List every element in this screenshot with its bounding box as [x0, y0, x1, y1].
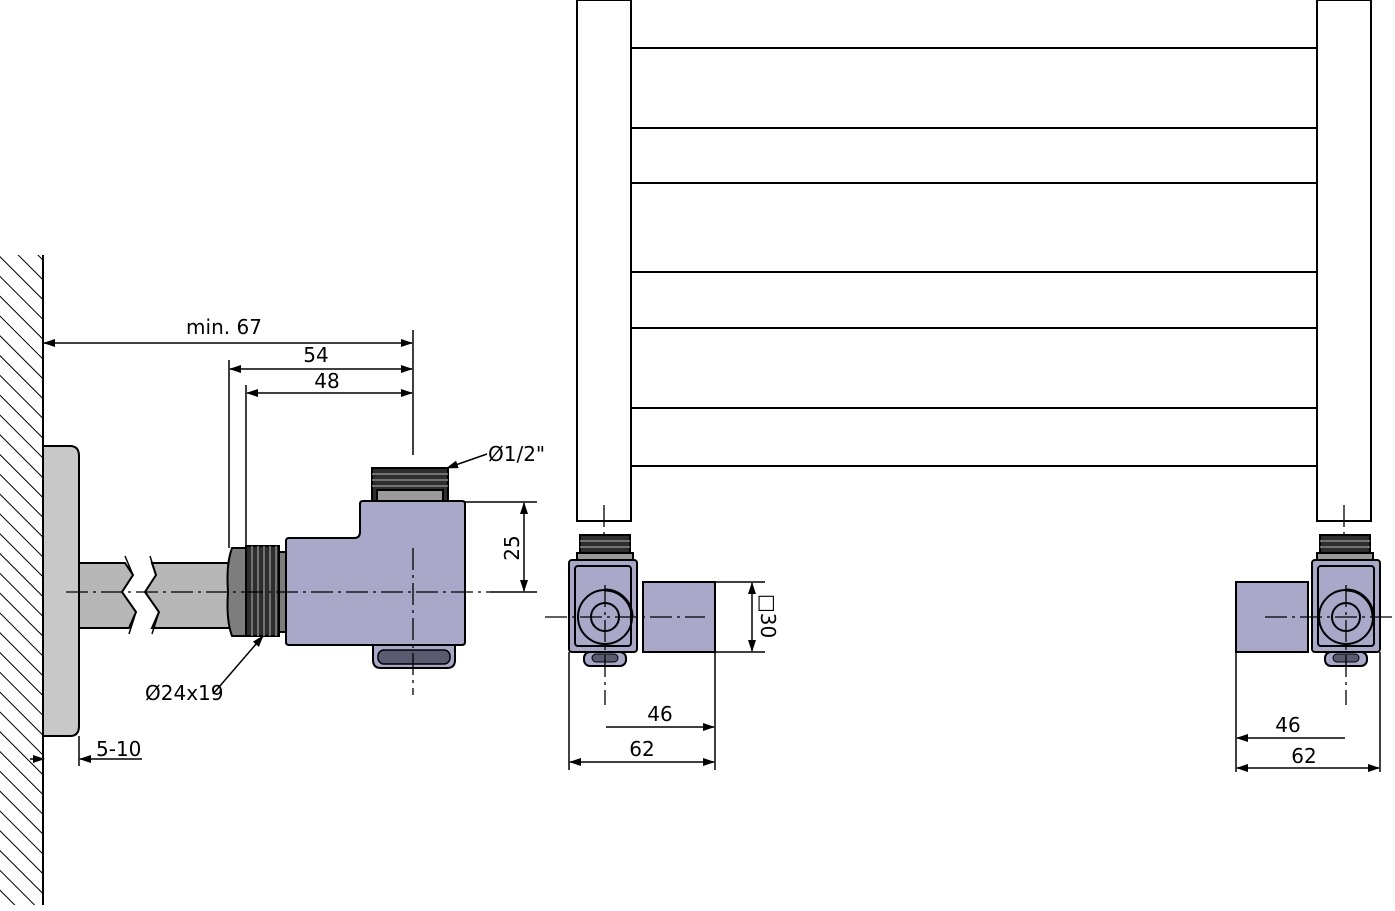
wall-hatching [0, 255, 43, 905]
pipe-section-left [78, 562, 138, 629]
dim-25: 25 [500, 535, 524, 560]
dim-54: 54 [303, 343, 328, 367]
top-fitting-collar [376, 489, 444, 502]
pipe-section-right [143, 562, 233, 629]
radiator-right-upright [1316, 0, 1372, 522]
left-62: 62 [629, 737, 654, 761]
leader-thread [446, 453, 488, 469]
dim-min-67: min. 67 [186, 315, 262, 339]
side-view [66, 467, 490, 695]
front-right-dimensions: 46 62 [1235, 652, 1381, 772]
left-46: 46 [647, 702, 672, 726]
pipe-label: Ø24x19 [145, 681, 223, 705]
valve-top-thread-right [1319, 534, 1371, 554]
valve-top-thread-left [579, 534, 631, 554]
wall-rosette [42, 445, 80, 737]
wall [0, 255, 44, 905]
dim-48: 48 [314, 369, 339, 393]
side-dimensions: min. 67 54 48 Ø1/2" 25 Ø24x19 5-10 [30, 315, 545, 766]
thread-label: Ø1/2" [488, 442, 545, 466]
front-view-left [545, 534, 716, 705]
front-left-dimensions: □30 46 62 [568, 581, 780, 770]
top-thread-ridges [372, 473, 448, 487]
radiator-left-upright [576, 0, 632, 522]
front-view-right [1235, 534, 1395, 705]
compression-nut [226, 547, 247, 637]
bottom-cap-inner [377, 649, 451, 665]
radiator [576, 0, 1372, 540]
right-46: 46 [1275, 713, 1300, 737]
right-62: 62 [1291, 744, 1316, 768]
square-30-label: □30 [756, 594, 780, 638]
wall-gap-label: 5-10 [96, 737, 141, 761]
thread-section [245, 545, 280, 637]
leader-pipe [212, 635, 264, 695]
thread-ridges [251, 546, 277, 636]
valve-body-side [285, 500, 466, 646]
